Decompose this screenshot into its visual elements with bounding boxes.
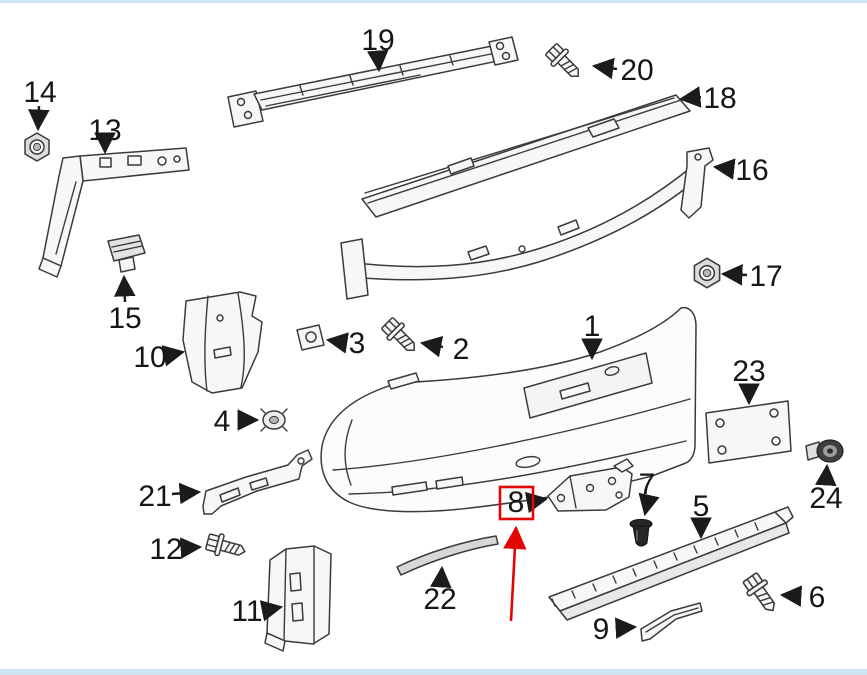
callout-3[interactable]: 3 xyxy=(349,327,366,360)
part-15-sensor-clip xyxy=(107,234,146,273)
callout-21[interactable]: 21 xyxy=(138,480,171,513)
selection-pointer-arrow xyxy=(503,525,527,622)
top-edge-band xyxy=(0,0,867,3)
part-8-tow-bracket[interactable] xyxy=(547,458,634,512)
part-3-clip-nut xyxy=(296,324,325,351)
part-19-impact-bar xyxy=(227,36,519,128)
part-13-side-bracket xyxy=(38,147,190,278)
part-5-lower-trim xyxy=(548,506,794,621)
callout-22[interactable]: 22 xyxy=(423,583,456,616)
callout-13[interactable]: 13 xyxy=(88,114,121,147)
part-23-license-pad xyxy=(705,400,792,464)
callout-8[interactable]: 8 xyxy=(508,486,525,519)
part-22-reflector xyxy=(396,535,499,576)
callout-17[interactable]: 17 xyxy=(749,260,782,293)
callout-10[interactable]: 10 xyxy=(133,341,166,374)
callout-23[interactable]: 23 xyxy=(732,355,765,388)
callout-6[interactable]: 6 xyxy=(809,581,826,614)
callout-20[interactable]: 20 xyxy=(620,54,653,87)
callout-12[interactable]: 12 xyxy=(149,533,182,566)
callout-4[interactable]: 4 xyxy=(214,405,231,438)
leader-arrows xyxy=(28,49,837,639)
part-21-lower-bracket xyxy=(202,449,313,515)
part-2-bolt xyxy=(378,314,423,359)
callout-9[interactable]: 9 xyxy=(593,613,610,646)
callout-19[interactable]: 19 xyxy=(361,24,394,57)
callout-labels: 1 2 3 4 5 6 7 8 9 10 11 12 13 14 15 16 1… xyxy=(23,24,842,646)
part-7-grommet xyxy=(629,518,653,547)
part-14-nut xyxy=(24,132,50,162)
part-16-lower-support xyxy=(340,147,714,300)
selection-highlight-box xyxy=(498,485,535,521)
part-11-channel-bracket xyxy=(264,545,332,652)
part-12-bolt xyxy=(203,530,249,563)
part-20-bolt xyxy=(542,40,587,85)
callout-1[interactable]: 1 xyxy=(584,310,601,343)
callout-5[interactable]: 5 xyxy=(693,490,710,523)
part-6-bolt xyxy=(739,569,784,618)
callout-11[interactable]: 11 xyxy=(231,595,262,628)
callout-14[interactable]: 14 xyxy=(23,76,56,109)
part-10-splash-guard xyxy=(182,291,263,394)
part-18-energy-absorber xyxy=(361,94,691,218)
callout-15[interactable]: 15 xyxy=(108,302,141,335)
callout-24[interactable]: 24 xyxy=(809,482,842,515)
part-24-park-sensor xyxy=(805,439,844,463)
callout-7[interactable]: 7 xyxy=(639,468,656,501)
callout-18[interactable]: 18 xyxy=(703,82,736,115)
callout-16[interactable]: 16 xyxy=(735,154,768,187)
callout-2[interactable]: 2 xyxy=(453,333,470,366)
part-9-end-cap xyxy=(640,602,703,642)
part-4-grommet xyxy=(260,408,288,432)
bottom-edge-band xyxy=(0,669,867,675)
part-17-nut xyxy=(693,257,721,289)
